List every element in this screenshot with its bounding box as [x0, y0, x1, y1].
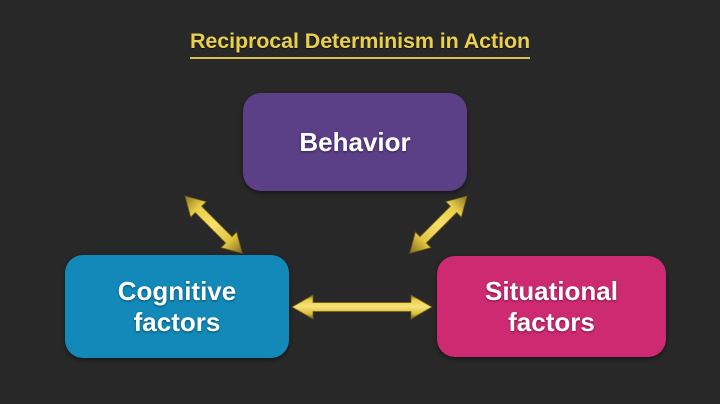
- node-cognitive-factors[interactable]: Cognitive factors: [65, 255, 289, 358]
- node-situational-factors[interactable]: Situational factors: [437, 256, 666, 357]
- page-title: Reciprocal Determinism in Action: [0, 29, 720, 59]
- node-situational-factors-label: Situational factors: [485, 275, 618, 337]
- node-behavior-label: Behavior: [299, 126, 411, 157]
- connector-cognitive-situational-icon: [291, 294, 433, 320]
- connector-behavior-situational-icon: [409, 195, 468, 254]
- node-behavior[interactable]: Behavior: [243, 93, 467, 191]
- connector-behavior-cognitive-icon: [184, 195, 243, 254]
- page-title-text: Reciprocal Determinism in Action: [189, 29, 530, 59]
- node-cognitive-factors-label: Cognitive factors: [117, 275, 237, 337]
